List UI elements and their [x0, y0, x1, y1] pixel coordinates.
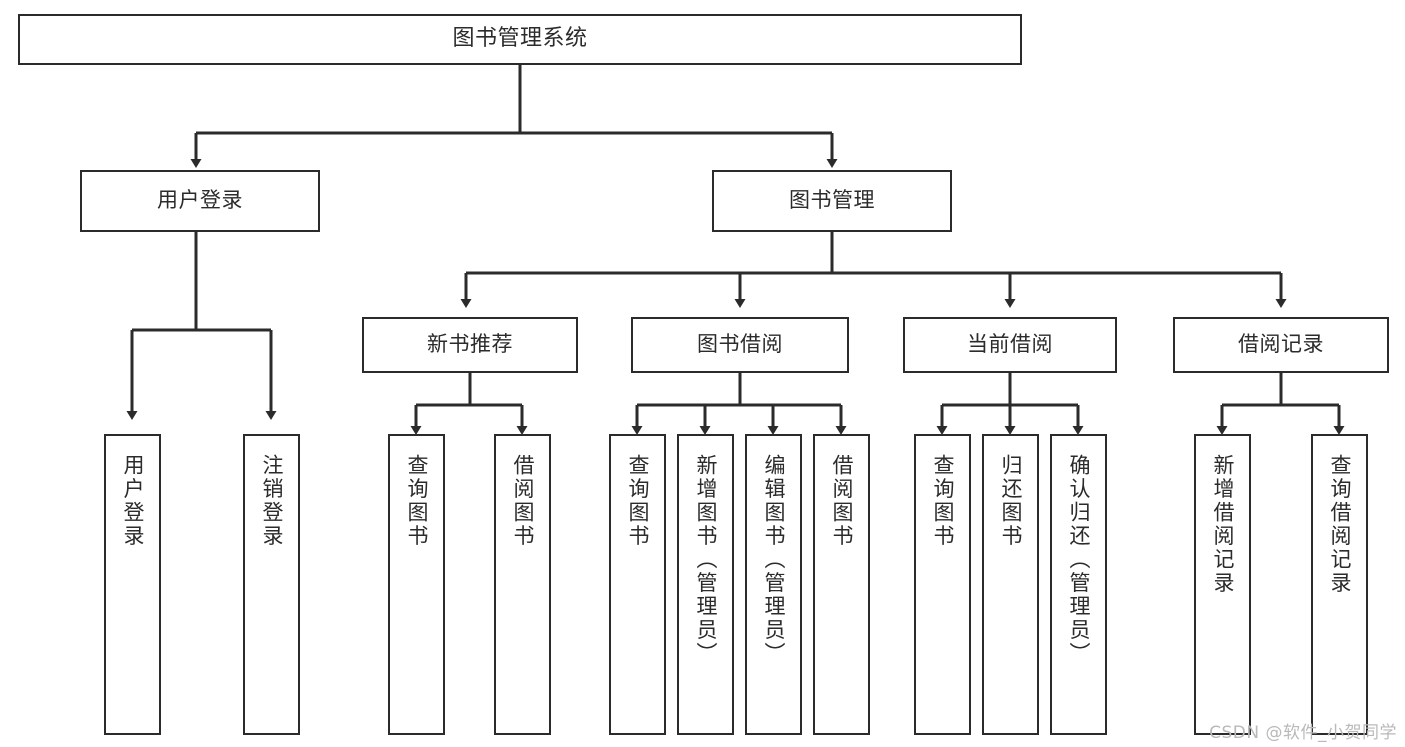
- node-leaf-confirm-return[interactable]: 确认归还（管理员）: [1050, 434, 1107, 735]
- node-label: 注销登录: [260, 454, 284, 548]
- node-label: 查询借阅记录: [1328, 454, 1352, 595]
- node-leaf-query-record[interactable]: 查询借阅记录: [1311, 434, 1368, 735]
- node-leaf-query-book-1[interactable]: 查询图书: [388, 434, 445, 735]
- node-leaf-logout-login[interactable]: 注销登录: [243, 434, 300, 735]
- node-leaf-borrow-book-2[interactable]: 借阅图书: [813, 434, 870, 735]
- node-label: 图书管理系统: [452, 26, 588, 52]
- csdn-watermark: CSDN @软件_小贺同学: [1209, 723, 1397, 743]
- node-new-book-recommend[interactable]: 新书推荐: [362, 317, 578, 373]
- node-current-borrow[interactable]: 当前借阅: [903, 317, 1117, 373]
- node-leaf-add-record[interactable]: 新增借阅记录: [1194, 434, 1251, 735]
- node-label: 归还图书: [999, 454, 1023, 548]
- node-label: 用户登录: [157, 188, 243, 213]
- node-label: 借阅图书: [511, 454, 535, 548]
- node-label: 新增图书（管理员）: [694, 454, 718, 666]
- node-label: 借阅记录: [1238, 332, 1324, 357]
- node-label: 查询图书: [405, 454, 429, 548]
- node-label: 查询图书: [931, 454, 955, 548]
- node-label: 确认归还（管理员）: [1067, 454, 1091, 666]
- node-label: 新书推荐: [427, 332, 513, 357]
- node-label: 查询图书: [626, 454, 650, 548]
- node-label: 图书借阅: [697, 332, 783, 357]
- node-label: 借阅图书: [830, 454, 854, 548]
- node-leaf-edit-book[interactable]: 编辑图书（管理员）: [745, 434, 802, 735]
- node-book-management[interactable]: 图书管理: [712, 170, 952, 232]
- node-user-login[interactable]: 用户登录: [80, 170, 320, 232]
- node-leaf-borrow-book-1[interactable]: 借阅图书: [494, 434, 551, 735]
- node-label: 当前借阅: [967, 332, 1053, 357]
- node-label: 新增借阅记录: [1211, 454, 1235, 595]
- node-book-borrow[interactable]: 图书借阅: [631, 317, 849, 373]
- node-leaf-query-book-3[interactable]: 查询图书: [914, 434, 971, 735]
- node-borrow-record[interactable]: 借阅记录: [1173, 317, 1389, 373]
- node-label: 用户登录: [121, 454, 145, 548]
- node-leaf-add-book[interactable]: 新增图书（管理员）: [677, 434, 734, 735]
- node-leaf-return-book[interactable]: 归还图书: [982, 434, 1039, 735]
- node-root-system[interactable]: 图书管理系统: [18, 14, 1022, 65]
- node-label: 编辑图书（管理员）: [762, 454, 786, 666]
- node-leaf-query-book-2[interactable]: 查询图书: [609, 434, 666, 735]
- node-label: 图书管理: [789, 188, 875, 213]
- node-leaf-user-login[interactable]: 用户登录: [104, 434, 161, 735]
